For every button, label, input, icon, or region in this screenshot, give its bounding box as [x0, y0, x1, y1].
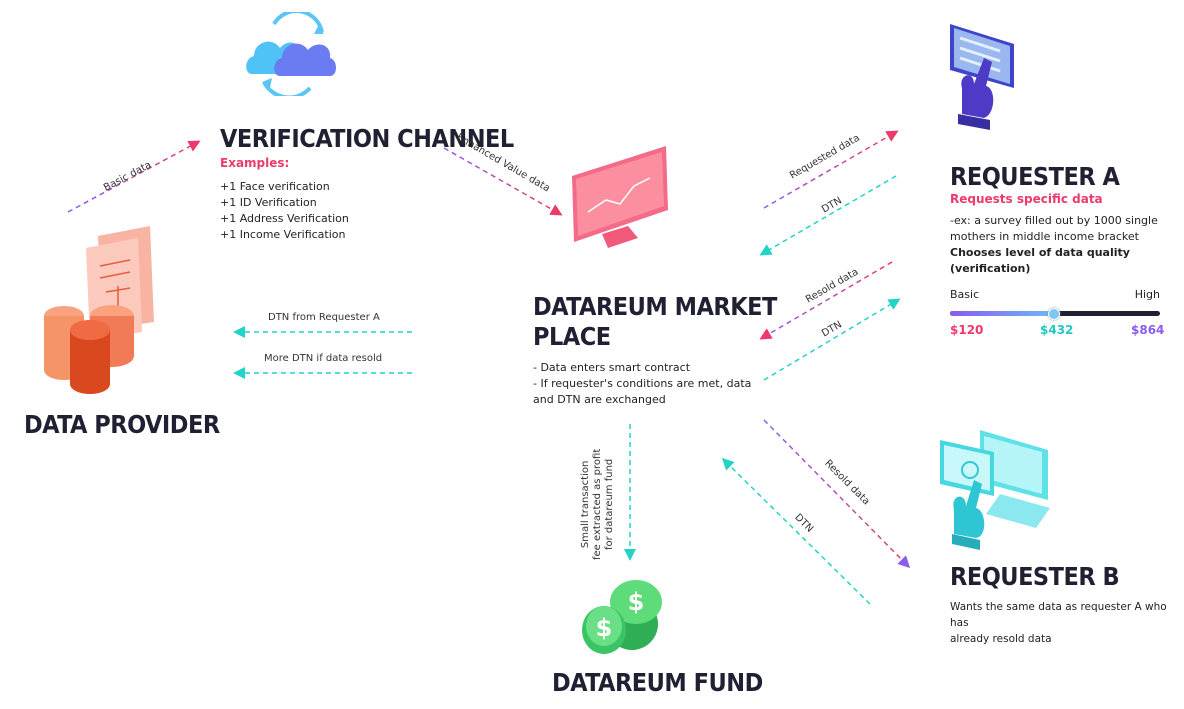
slider-min-label: Basic	[950, 288, 980, 301]
requester-a-subtitle: Requests specific data	[950, 192, 1103, 206]
monitor-chart-icon	[572, 146, 668, 248]
dollar-coins-icon: $ $	[582, 580, 662, 654]
dtn-a2-arrow	[763, 298, 901, 381]
data-provider-title: DATA PROVIDER	[24, 410, 220, 439]
requester-a-desc: -ex: a survey filled out by 1000 single …	[950, 213, 1176, 277]
requester-b-desc: Wants the same data as requester A who h…	[950, 599, 1180, 647]
coins-database-icon	[44, 226, 154, 394]
fee-label: Small transaction fee extracted as profi…	[580, 449, 616, 560]
cloud-sync-icon	[246, 12, 336, 96]
requester-b-title: REQUESTER B	[950, 562, 1120, 591]
requester-a-title: REQUESTER A	[950, 162, 1120, 191]
requester-a-block: REQUESTER A Requests specific data -ex: …	[950, 162, 1176, 341]
marketplace-notes: - Data enters smart contract - If reques…	[533, 360, 777, 408]
desc-line: mothers in middle income bracket	[950, 230, 1139, 243]
verification-block: VERIFICATION CHANNEL Examples: +1 Face v…	[220, 124, 514, 243]
svg-text:$: $	[596, 614, 613, 642]
price-high: $864	[1131, 323, 1165, 337]
requester-b-block: REQUESTER B Wants the same data as reque…	[950, 562, 1180, 647]
price-basic: $120	[950, 323, 984, 337]
touch-tablet-icon	[950, 24, 1014, 130]
resold-a-arrow	[759, 261, 893, 340]
svg-text:$: $	[628, 588, 645, 616]
fee-line: for datareum fund	[604, 458, 615, 551]
slider-knob[interactable]	[1047, 308, 1060, 320]
note-line: - Data enters smart contract	[533, 361, 691, 374]
note-line: and DTN are exchanged	[533, 393, 666, 406]
fee-line: fee extracted as profit	[592, 448, 603, 560]
list-item: +1 ID Verification	[220, 196, 317, 209]
price-mid: $432	[1040, 323, 1074, 337]
list-item: +1 Income Verification	[220, 228, 346, 241]
desc-line: -ex: a survey filled out by 1000 single	[950, 214, 1158, 227]
note-line: - If requester's conditions are met, dat…	[533, 377, 752, 390]
list-item: +1 Face verification	[220, 180, 330, 193]
basic-data-arrow	[67, 140, 201, 213]
resold-b-arrow	[763, 419, 911, 569]
touch-laptop-icon	[940, 430, 1050, 550]
list-item: +1 Address Verification	[220, 212, 349, 225]
slider-max-label: High	[1134, 288, 1160, 301]
examples-label: Examples:	[220, 156, 290, 170]
fund-title: DATAREUM FUND	[552, 668, 763, 697]
dtn-from-a-label: DTN from Requester A	[268, 312, 380, 323]
slider-fill	[950, 311, 1053, 316]
dtn-b-arrow	[721, 457, 871, 605]
slider-prices: $120 $432 $864	[950, 323, 1176, 341]
desc-bold: Chooses level of data quality (verificat…	[950, 246, 1130, 275]
enhanced-arrow	[443, 147, 563, 216]
fee-line: Small transaction	[580, 460, 591, 549]
desc-line: Wants the same data as requester A who h…	[950, 601, 1167, 629]
desc-line: already resold data	[950, 633, 1052, 645]
marketplace-title-line1: DATAREUM MARKET	[533, 292, 777, 321]
verification-title: VERIFICATION CHANNEL	[220, 124, 514, 153]
more-dtn-label: More DTN if data resold	[264, 353, 383, 364]
marketplace-title-line2: PLACE	[533, 322, 611, 351]
requested-arrow	[763, 130, 899, 209]
verification-list: +1 Face verification +1 ID Verification …	[220, 179, 514, 243]
dtn-a-arrow	[759, 175, 897, 256]
marketplace-block: DATAREUM MARKET PLACE - Data enters smar…	[533, 292, 777, 408]
quality-slider[interactable]	[950, 307, 1160, 320]
slider-labels: Basic High	[950, 287, 1176, 303]
